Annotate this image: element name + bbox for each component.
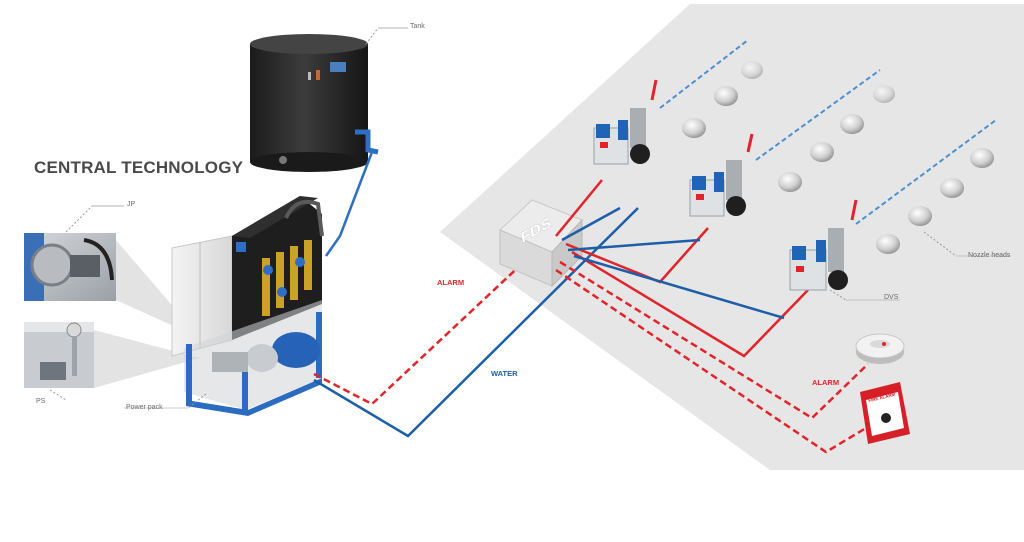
ps-label: PS <box>36 398 46 405</box>
alarm-label-left: ALARM <box>437 278 465 287</box>
alarm-line-main <box>313 231 557 406</box>
dvs-valve-3 <box>789 199 858 291</box>
ps-callout-wedge <box>94 330 200 388</box>
dvs-valve-1 <box>593 79 658 165</box>
tank-leader-line <box>365 27 379 45</box>
tank-label: Tank <box>410 23 425 30</box>
tank-to-powerpack-pipe <box>324 151 374 257</box>
tank <box>250 34 379 172</box>
dvs-valve-2 <box>689 133 754 217</box>
water-line-main <box>313 207 639 438</box>
jp-label: JP <box>127 201 136 208</box>
water-label: WATER <box>491 369 518 378</box>
nozzle-heads-label: Nozzle heads <box>968 252 1011 259</box>
jp-leader-line <box>65 205 93 233</box>
power-pack <box>171 196 324 416</box>
dvs-leader-line <box>829 289 847 301</box>
ps-photo-inset <box>24 322 94 388</box>
ps-leader-line <box>49 389 67 401</box>
fire-alarm-call-point <box>860 382 910 444</box>
page-title: CENTRAL TECHNOLOGY <box>34 158 244 177</box>
power-pack-label: Power pack <box>126 404 163 411</box>
nozzle-heads <box>682 61 994 254</box>
fds-to-alarm-dashed-lines <box>555 260 869 454</box>
jp-photo-inset <box>24 233 116 301</box>
fds-to-dvs-blue-lines <box>561 206 785 320</box>
spray-direction-arrows <box>659 39 997 225</box>
smoke-detector <box>855 333 905 364</box>
nozzle-leader-line <box>923 231 957 257</box>
alarm-label-right: ALARM <box>812 378 840 387</box>
dvs-label: DVS <box>884 294 899 301</box>
